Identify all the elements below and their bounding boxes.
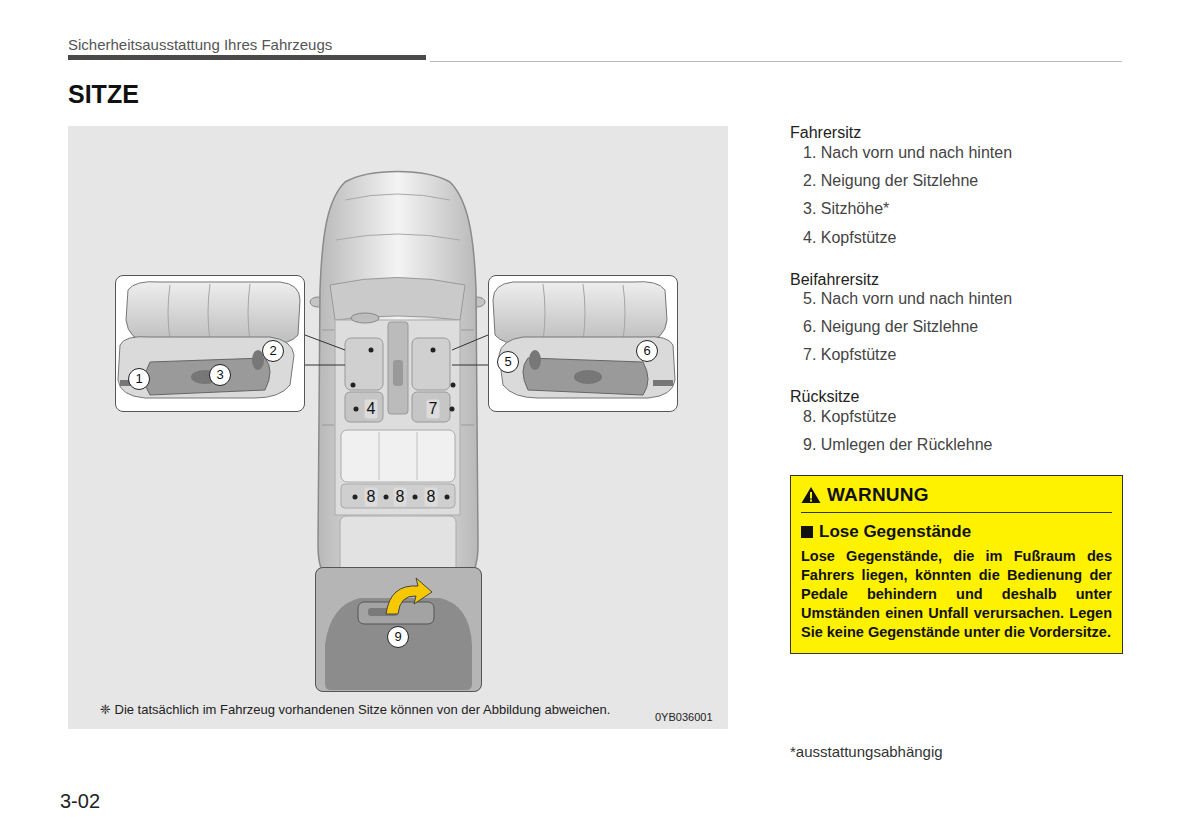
warning-body: Lose Gegenstände, die im Fußraum des Fah… <box>801 547 1112 642</box>
figure-code: 0YB036001 <box>655 711 713 724</box>
car-top-view <box>351 313 379 323</box>
warning-title: WARNUNG <box>827 484 929 506</box>
car-top-view <box>341 430 455 482</box>
leader-line <box>305 335 345 350</box>
figure-note: ❈ Die tatsächlich im Fahrzeug vorhandene… <box>100 702 610 718</box>
driver-seat-inset <box>115 275 305 412</box>
marker-dot <box>369 348 374 353</box>
list-item: 4. Kopfstütze <box>803 228 896 247</box>
section-heading: Beifahrersitz <box>790 270 879 289</box>
list-item: 2. Neigung der Sitzlehne <box>803 171 978 190</box>
callout-number: 8 <box>365 487 378 506</box>
warning-triangle-icon <box>802 487 821 503</box>
callout-number: 9 <box>387 626 409 648</box>
car-top-view <box>461 330 474 331</box>
section-heading: Fahrersitz <box>790 123 861 142</box>
warning-triangle-icon <box>810 492 812 499</box>
marker-dot <box>445 495 450 500</box>
callout-number: 8 <box>394 487 407 506</box>
leader-line <box>452 335 488 350</box>
car-top-view <box>341 484 455 508</box>
leader-line <box>305 335 488 365</box>
car-top-view <box>310 172 485 593</box>
section-heading: Rücksitze <box>790 387 859 406</box>
car-top-view <box>318 172 478 593</box>
marker-dot <box>351 348 456 500</box>
warning-triangle-icon <box>810 500 812 502</box>
list-item: 3. Sitzhöhe* <box>803 199 889 218</box>
driver-seat-inset <box>118 282 300 398</box>
callout-number: 8 <box>425 487 438 506</box>
car-top-view <box>417 432 418 480</box>
car-top-view <box>379 432 380 480</box>
marker-dot <box>354 407 359 412</box>
car-top-view <box>461 425 474 426</box>
car-top-view <box>335 320 460 515</box>
marker-dot <box>413 495 418 500</box>
passenger-seat-inset <box>488 275 678 412</box>
square-bullet <box>801 526 813 538</box>
list-item: 5. Nach vorn und nach hinten <box>803 289 1012 308</box>
rear-seat-lever-inset <box>315 567 482 692</box>
seat-detail-inset: 9 <box>315 567 482 692</box>
warning-subheading-row: Lose Gegenstände <box>801 522 1112 542</box>
header-rule <box>68 55 1122 62</box>
callout-number: 1 <box>128 368 150 390</box>
running-header: Sicherheitsausstattung Ihres Fahrzeugs <box>68 36 332 54</box>
list-item: 9. Umlegen der Rücklehne <box>803 435 992 454</box>
passenger-seat-inset <box>488 275 678 412</box>
callout-number: 5 <box>497 351 519 373</box>
marker-dot <box>384 495 389 500</box>
warning-triangle-icon <box>801 486 821 504</box>
page-title: SITZE <box>68 79 139 109</box>
car-top-view <box>345 338 383 390</box>
marker-dot <box>353 495 358 500</box>
figure-panel: ❈ Die tatsächlich im Fahrzeug vorhandene… <box>68 126 728 729</box>
leader-line <box>452 365 488 366</box>
warning-subheading: Lose Gegenstände <box>819 522 971 542</box>
footnote: *ausstattungsabhängig <box>790 743 943 761</box>
car-top-view <box>393 360 403 386</box>
car-top-view <box>336 194 460 240</box>
marker-dot <box>451 383 456 388</box>
marker-dot <box>431 348 436 353</box>
callout-number: 2 <box>262 340 284 362</box>
driver-seat-inset <box>115 275 305 412</box>
page-number: 3-02 <box>60 789 100 813</box>
rear-seat-lever-inset <box>315 567 482 692</box>
seat-detail-inset: 1 2 3 <box>115 275 305 412</box>
rear-seat-lever-inset <box>386 578 432 614</box>
list-item: 7. Kopfstütze <box>803 345 896 364</box>
car-top-view <box>412 392 450 422</box>
seat-detail-inset: 56 <box>488 275 678 412</box>
car-top-view <box>388 322 408 414</box>
list-item: 8. Kopfstütze <box>803 407 896 426</box>
list-item: 6. Neigung der Sitzlehne <box>803 317 978 336</box>
car-top-view <box>330 278 465 321</box>
marker-dot <box>351 383 356 388</box>
callout-number: 4 <box>365 399 378 418</box>
car-top-view <box>322 330 334 331</box>
warning-body-row: Lose Gegenstände, die im Fußraum des Fah… <box>801 547 1112 642</box>
header-rule <box>68 55 426 60</box>
callout-number: 7 <box>427 399 440 418</box>
warning-header: WARNUNG <box>801 484 1112 513</box>
leader-line <box>305 365 345 366</box>
warning-box: WARNUNG Lose GegenständeLose Gegenstände,… <box>790 475 1123 654</box>
header-rule <box>430 61 1122 62</box>
callout-number: 6 <box>636 340 658 362</box>
square-bullet <box>801 526 813 538</box>
car-top-view <box>345 392 383 422</box>
car-top-view <box>322 425 334 426</box>
marker-dot <box>450 407 455 412</box>
list-item: 1. Nach vorn und nach hinten <box>803 143 1012 162</box>
passenger-seat-inset <box>493 282 675 398</box>
callout-number: 3 <box>209 364 231 386</box>
figure-ground <box>68 126 728 729</box>
car-top-view <box>412 338 450 390</box>
